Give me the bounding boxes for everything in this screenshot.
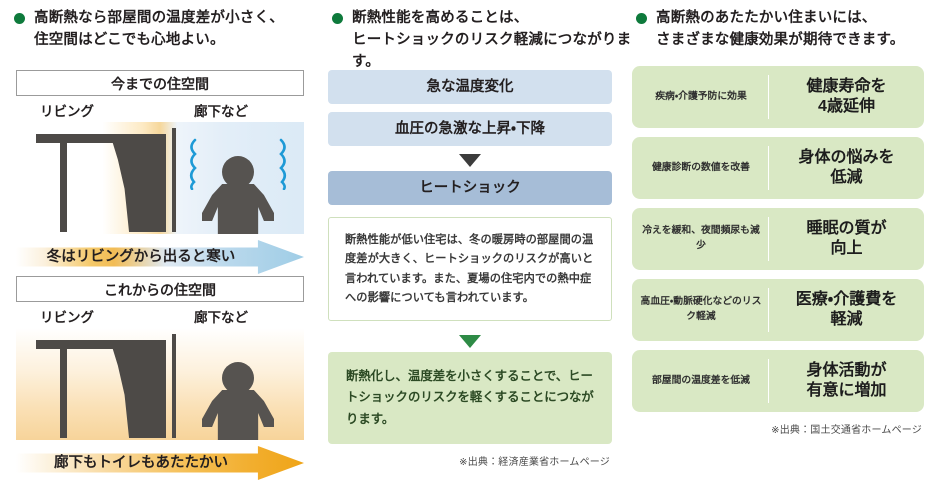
heatshock-flow: 急な温度変化 血圧の急激な上昇・下降 ヒートショック 断熱性能が低い住宅は、冬の… bbox=[328, 70, 612, 468]
panel-1-room-left-label: リビング bbox=[40, 104, 94, 119]
benefit-row: 冷えを緩和、夜間頻尿も減少 睡眠の質が 向上 bbox=[632, 208, 924, 270]
left-heading-line1: 高断熱なら部屋間の温度差が小さく、 bbox=[34, 10, 284, 26]
benefit-row: 健康診断の数値を改善 身体の悩みを 低減 bbox=[632, 137, 924, 199]
benefit-effect-line2: 低減 bbox=[830, 169, 863, 186]
curtain-icon bbox=[110, 340, 166, 438]
benefit-row: 高血圧・動脈硬化などのリスク軽減 医療・介護費を 軽減 bbox=[632, 279, 924, 341]
insulation-conclusion-box: 断熱化し、温度差を小さくすることで、ヒートショックのリスクを軽くすることにつなが… bbox=[328, 352, 612, 445]
flow-step-blood-pressure: 血圧の急激な上昇・下降 bbox=[328, 112, 612, 146]
middle-source-note: ※出典：経済産業省ホームページ bbox=[459, 457, 610, 469]
benefit-cause: 部屋間の温度差を低減 bbox=[652, 374, 750, 386]
benefit-cause: 冷えを緩和、夜間頻尿も減少 bbox=[642, 225, 760, 251]
benefit-effect-line1: 医療・介護費を bbox=[795, 291, 898, 309]
person-body bbox=[202, 184, 274, 234]
person-figure-cold-icon bbox=[202, 156, 274, 234]
person-head bbox=[222, 362, 254, 394]
benefit-effect-line1: 身体活動が bbox=[806, 362, 887, 380]
right-heading: 高断熱のあたたかい住まいには、 さまざまな健康効果が期待できます。 bbox=[630, 8, 940, 52]
benefit-row: 部屋間の温度差を低減 身体活動が 有意に増加 bbox=[632, 350, 924, 412]
down-triangle-green-icon bbox=[459, 335, 481, 349]
person-figure-warm-icon bbox=[202, 362, 274, 440]
benefit-effect-line2: 4歳延伸 bbox=[818, 98, 875, 115]
middle-heading-line2: ヒートショックのリスク軽減につながります。 bbox=[352, 31, 632, 70]
panel-1-room-right-label: 廊下など bbox=[194, 104, 248, 119]
shiver-line-left-icon bbox=[189, 138, 197, 190]
panel-2-room-left-label: リビング bbox=[40, 310, 94, 325]
person-body bbox=[202, 390, 274, 440]
right-heading-line2: さまざまな健康効果が期待できます。 bbox=[656, 31, 905, 48]
middle-column: 断熱性能を高めることは、 ヒートショックのリスク軽減につながります。 急な温度変… bbox=[320, 0, 631, 495]
left-heading: 高断熱なら部屋間の温度差が小さく、 住空間はどこでも心地よい。 bbox=[8, 8, 334, 52]
panel-2-room-right-label: 廊下など bbox=[194, 310, 248, 325]
panel-2-arrow-band: 廊下もトイレもあたたかい bbox=[16, 442, 304, 484]
panel-1-scene-cold bbox=[16, 122, 304, 234]
benefit-divider bbox=[768, 359, 769, 403]
benefit-effect-line2: 軽減 bbox=[830, 311, 863, 328]
flow-step-temperature-change: 急な温度変化 bbox=[328, 70, 612, 104]
benefit-effect-line1: 身体の悩みを bbox=[798, 149, 895, 167]
left-column: 高断熱なら部屋間の温度差が小さく、 住空間はどこでも心地よい。 今までの住空間 … bbox=[0, 0, 318, 495]
left-heading-line2: 住空間はどこでも心地よい。 bbox=[34, 31, 225, 48]
flow-step-heatshock: ヒートショック bbox=[328, 171, 612, 205]
benefit-divider bbox=[768, 288, 769, 332]
panel-1-arrow-band: 冬はリビングから出ると寒い bbox=[16, 236, 304, 278]
right-heading-line1: 高断熱のあたたかい住まいには、 bbox=[656, 10, 877, 26]
panel-2-title: これからの住空間 bbox=[16, 276, 304, 302]
benefit-cause: 健康診断の数値を改善 bbox=[652, 161, 750, 173]
shiver-line-right-icon bbox=[279, 138, 287, 190]
panel-1-room-labels: リビング 廊下など bbox=[16, 96, 304, 122]
benefit-row: 疾病・介護予防に効果 健康寿命を 4歳延伸 bbox=[632, 66, 924, 128]
benefit-effect: 睡眠の質が 向上 bbox=[769, 219, 924, 258]
panel-future-living-space: これからの住空間 リビング 廊下など 廊下もトイレもあたたかい bbox=[16, 276, 304, 484]
down-triangle-icon bbox=[459, 154, 481, 167]
panel-2-room-labels: リビング 廊下など bbox=[16, 302, 304, 328]
benefit-effect-line2: 向上 bbox=[830, 240, 863, 257]
panel-2-scene-warm bbox=[16, 328, 304, 440]
benefit-effect-line1: 健康寿命を bbox=[806, 78, 887, 96]
bullet-dot-icon bbox=[14, 13, 25, 24]
benefit-effect: 身体活動が 有意に増加 bbox=[769, 361, 924, 400]
curtain-rail-icon bbox=[36, 340, 166, 349]
middle-heading-line1: 断熱性能を高めることは、 bbox=[352, 10, 529, 26]
panel-2-arrow-text: 廊下もトイレもあたたかい bbox=[54, 455, 228, 471]
person-head bbox=[222, 156, 254, 188]
room-divider-wall-icon bbox=[172, 334, 176, 438]
benefit-effect-line1: 睡眠の質が bbox=[806, 220, 887, 238]
benefit-effect: 身体の悩みを 低減 bbox=[769, 148, 924, 187]
panel-current-living-space: 今までの住空間 リビング 廊下など bbox=[16, 70, 304, 278]
benefit-effect: 医療・介護費を 軽減 bbox=[769, 290, 924, 329]
bullet-dot-icon bbox=[636, 13, 647, 24]
room-divider-wall-icon bbox=[172, 128, 176, 232]
benefit-divider bbox=[768, 146, 769, 190]
heatshock-note-box: 断熱性能が低い住宅は、冬の暖房時の部屋間の温度差が大きく、ヒートショックのリスク… bbox=[328, 217, 612, 322]
curtain-rail-icon bbox=[36, 134, 166, 143]
wall-post-icon bbox=[60, 134, 67, 232]
panel-1-arrow-text: 冬はリビングから出ると寒い bbox=[46, 249, 236, 265]
curtain-icon bbox=[110, 134, 166, 232]
benefit-cause: 高血圧・動脈硬化などのリスク軽減 bbox=[640, 296, 762, 322]
benefit-effect-line2: 有意に増加 bbox=[806, 382, 887, 399]
middle-heading: 断熱性能を高めることは、 ヒートショックのリスク軽減につながります。 bbox=[326, 8, 652, 73]
benefit-divider bbox=[768, 75, 769, 119]
panel-1-title: 今までの住空間 bbox=[16, 70, 304, 96]
right-column: 高断熱のあたたかい住まいには、 さまざまな健康効果が期待できます。 疾病・介護予… bbox=[622, 0, 940, 495]
right-source-note: ※出典：国土交通省ホームページ bbox=[771, 425, 922, 436]
health-benefits-list: 疾病・介護予防に効果 健康寿命を 4歳延伸 健康診断の数値を改善 身体の悩みを … bbox=[632, 66, 924, 436]
benefit-cause: 疾病・介護予防に効果 bbox=[655, 90, 747, 102]
benefit-divider bbox=[768, 217, 769, 261]
benefit-effect: 健康寿命を 4歳延伸 bbox=[769, 77, 924, 116]
bullet-dot-icon bbox=[332, 13, 343, 24]
heatshock-note-text: 断熱性能が低い住宅は、冬の暖房時の部屋間の温度差が大きく、ヒートショックのリスク… bbox=[345, 234, 594, 304]
wall-post-icon bbox=[60, 340, 67, 438]
insulation-conclusion-text: 断熱化し、温度差を小さくすることで、ヒートショックのリスクを軽くすることにつなが… bbox=[346, 369, 594, 426]
